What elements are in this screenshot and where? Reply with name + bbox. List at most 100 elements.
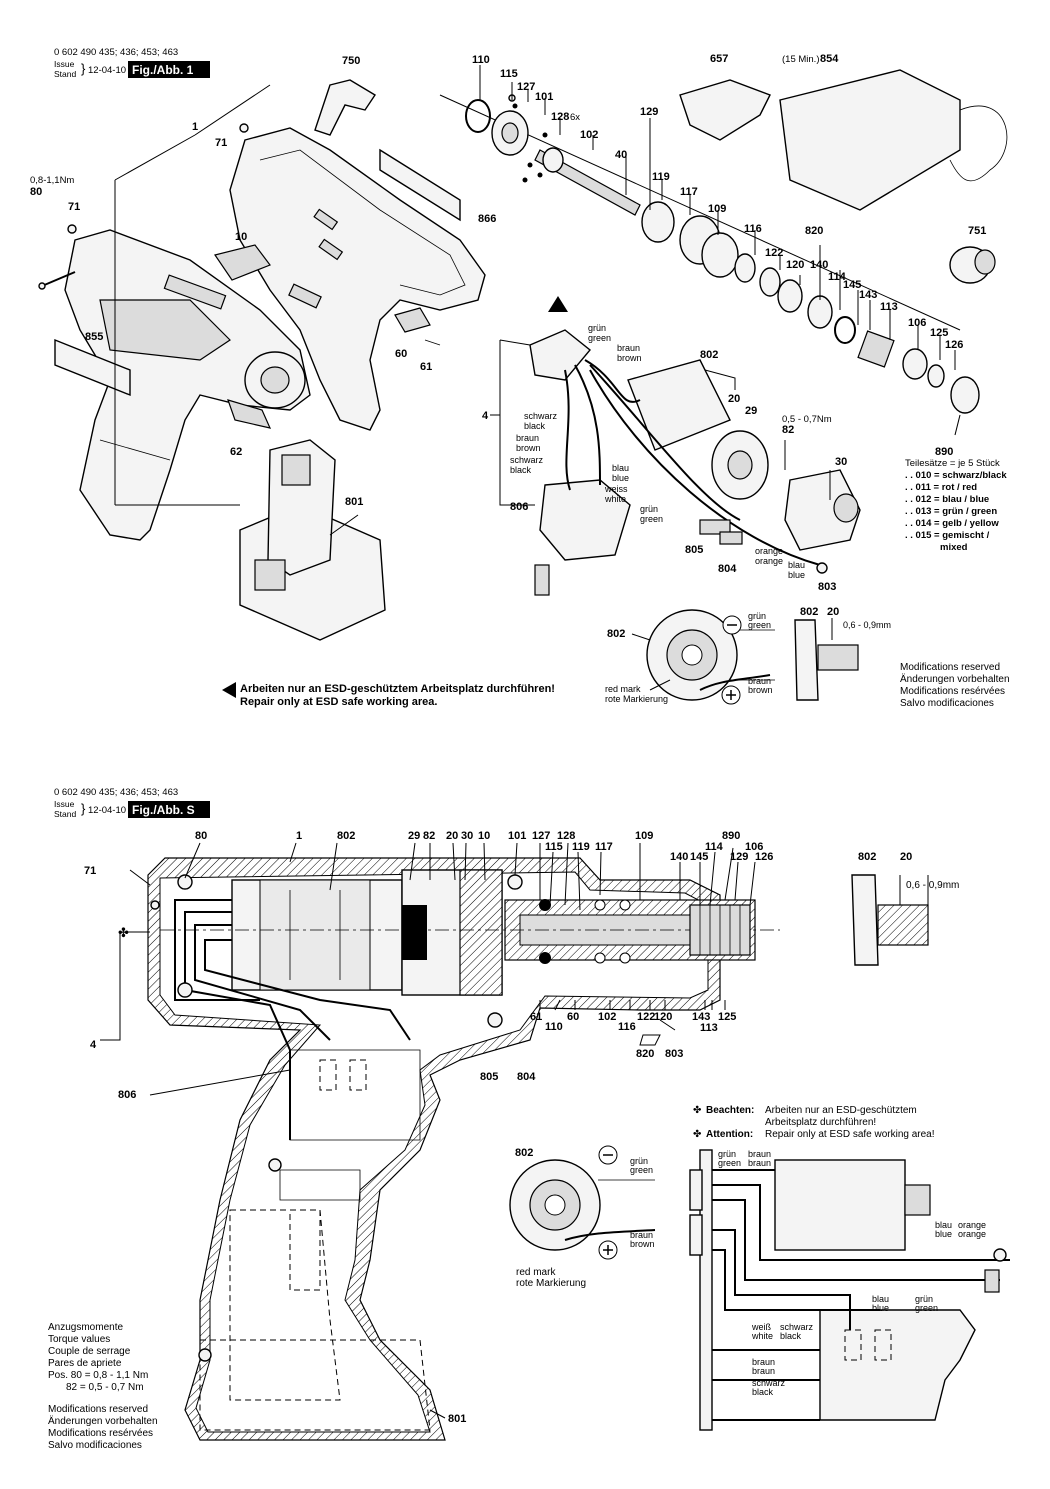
- beachten-text-2: Arbeitsplatz durchführen!: [765, 1117, 876, 1128]
- w-orange-2: orange: [958, 1229, 986, 1239]
- label-s-143: 143: [692, 1011, 710, 1023]
- label-145: 145: [843, 279, 861, 291]
- clover-icon-2: ✤: [693, 1129, 701, 1140]
- label-802-detail: 802: [607, 628, 625, 640]
- detail-braun: braun: [748, 676, 771, 686]
- esd-en: Repair only at ESD safe working area.: [240, 696, 437, 708]
- label-71a: 71: [215, 137, 227, 149]
- label-s-29: 29: [408, 830, 420, 842]
- label-820: 820: [805, 225, 823, 237]
- fig1-part-labels: 750 1 71 0,8-1,1Nm 80 71 10 855 866 60 6…: [30, 53, 986, 593]
- label-115: 115: [500, 68, 518, 80]
- label-s-71: 71: [84, 865, 96, 877]
- issue-date: 12-04-10: [88, 65, 126, 76]
- label-s-806: 806: [118, 1089, 136, 1101]
- label-801: 801: [345, 496, 363, 508]
- label-s-61: 61: [530, 1011, 542, 1023]
- torque-80-s: Pos. 80 = 0,8 - 1,1 Nm: [48, 1370, 148, 1381]
- label-29: 29: [745, 405, 757, 417]
- fig-title-s: Fig./Abb. S: [132, 803, 195, 817]
- w-braun: braun: [748, 1149, 771, 1159]
- wire-blue-2: blue: [788, 570, 805, 580]
- wire-gruen: grün: [588, 323, 606, 333]
- label-s-803: 803: [665, 1048, 683, 1060]
- figS-top-labels: 80 1 802 29 82 20 30 10 101 127 128 115 …: [195, 830, 912, 863]
- gearbox-exploded: [439, 69, 1008, 414]
- label-s-113: 113: [700, 1022, 718, 1034]
- wire-orange-2: orange: [755, 556, 783, 566]
- label-4: 4: [482, 410, 489, 422]
- label-657: 657: [710, 53, 728, 65]
- label-s-106: 106: [745, 841, 763, 853]
- label-106: 106: [908, 317, 926, 329]
- part-number: 0 602 490 435; 436; 453; 463: [54, 47, 178, 58]
- clover-icon: ✤: [693, 1105, 701, 1116]
- mod-s-es: Salvo modificaciones: [48, 1440, 142, 1451]
- label-80: 80: [30, 186, 42, 198]
- red-mark: red mark: [605, 684, 641, 694]
- label-102: 102: [580, 129, 598, 141]
- label-s-10: 10: [478, 830, 490, 842]
- label-120: 120: [786, 259, 804, 271]
- label-114: 114: [828, 271, 847, 283]
- w-blau-2: blau: [872, 1294, 889, 1304]
- fig-title-box: [128, 61, 210, 78]
- w-blue: blue: [935, 1229, 952, 1239]
- label-s-802-side: 802: [858, 851, 876, 863]
- wire-white: white: [604, 494, 626, 504]
- label-113: 113: [880, 301, 898, 313]
- label-s-126: 126: [755, 851, 773, 863]
- label-751: 751: [968, 225, 986, 237]
- label-s-127: 127: [532, 830, 550, 842]
- w-green-2: green: [915, 1303, 938, 1313]
- label-1: 1: [192, 121, 198, 133]
- figS-modifications: Modifications reserved Änderungen vorbeh…: [48, 1404, 158, 1451]
- torque-en: Torque values: [48, 1334, 110, 1345]
- gap-value: 0,6 - 0,9mm: [843, 620, 891, 630]
- kit-item: . . 011 = rot / red: [905, 482, 977, 493]
- label-140: 140: [810, 259, 828, 271]
- figS-motor-endview: 802 grün green braun brown red mark rote…: [509, 1145, 656, 1289]
- label-s-20-side: 20: [900, 851, 912, 863]
- part-number-s: 0 602 490 435; 436; 453; 463: [54, 787, 178, 798]
- w-braun-2: braun: [748, 1158, 771, 1168]
- mod-s-fr: Modifications resérvées: [48, 1428, 153, 1439]
- six-x: 6x: [570, 112, 580, 123]
- figS-gap-detail: 0,6 - 0,9mm: [851, 874, 959, 966]
- label-101: 101: [535, 91, 553, 103]
- s-red-mark: red mark: [516, 1267, 556, 1278]
- detail-brown: brown: [748, 685, 773, 695]
- label-71b: 71: [68, 201, 80, 213]
- label-s-890: 890: [722, 830, 740, 842]
- esd-de: Arbeiten nur an ESD-geschütztem Arbeitsp…: [240, 683, 555, 695]
- w-weiss: weiß: [751, 1322, 772, 1332]
- figS-wiring-labels: grün green braun braun blau blue orange …: [718, 1149, 986, 1397]
- label-s-110: 110: [545, 1021, 563, 1033]
- figS-leaders: [100, 842, 756, 1419]
- issue-label-s: Issue: [54, 799, 75, 809]
- label-116: 116: [744, 223, 762, 235]
- label-s-801: 801: [448, 1413, 466, 1425]
- beachten-text-1: Arbeiten nur an ESD-geschütztem: [765, 1105, 917, 1116]
- label-866: 866: [478, 213, 496, 225]
- label-s-82: 82: [423, 830, 435, 842]
- label-s-30: 30: [461, 830, 473, 842]
- fig1-leaders: [114, 65, 961, 536]
- s-detail-brown: brown: [630, 1239, 655, 1249]
- label-805: 805: [685, 544, 703, 556]
- label-20: 20: [728, 393, 740, 405]
- mod-fr: Modifications resérvées: [900, 686, 1005, 697]
- fig1-wire-labels: grün green braun brown schwarz black bra…: [510, 323, 805, 580]
- label-803: 803: [818, 581, 836, 593]
- label-129: 40: [615, 149, 627, 161]
- w-braun-4: braun: [752, 1366, 775, 1376]
- label-82: 82: [782, 424, 794, 436]
- label-s-102: 102: [598, 1011, 616, 1023]
- label-s-4: 4: [90, 1039, 97, 1051]
- w-orange: orange: [958, 1220, 986, 1230]
- w-gruen: grün: [718, 1149, 736, 1159]
- label-40: 129: [640, 106, 658, 118]
- torque-82-s: 82 = 0,5 - 0,7 Nm: [66, 1382, 144, 1393]
